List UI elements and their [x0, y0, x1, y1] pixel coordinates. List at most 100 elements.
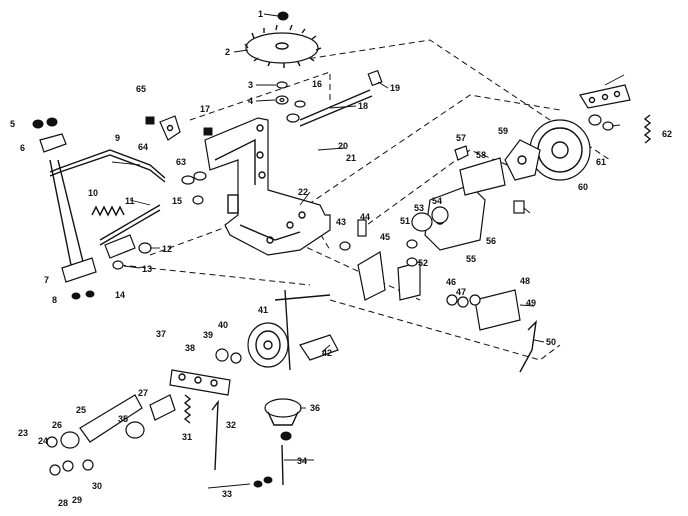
nuts-46-47-43 — [339, 241, 481, 308]
callout-37: 37 — [156, 329, 166, 339]
callout-21: 21 — [346, 153, 356, 163]
callout-44: 44 — [360, 212, 370, 222]
callout-labels: 1 2 3 4 5 6 7 8 9 10 11 12 13 14 15 16 1… — [10, 9, 672, 508]
callout-14: 14 — [115, 290, 125, 300]
callout-13: 13 — [142, 264, 152, 274]
bushing-44 — [357, 200, 525, 237]
arm-42 — [299, 334, 339, 361]
callout-53: 53 — [414, 203, 424, 213]
idler-36 — [264, 398, 302, 426]
lever-7 — [61, 257, 97, 283]
washer-13 — [112, 260, 124, 270]
callout-12: 12 — [162, 244, 172, 254]
washers-39-40-upper — [588, 114, 614, 131]
shaft-14 — [274, 289, 331, 371]
callout-54: 54 — [432, 196, 442, 206]
callout-20: 20 — [338, 141, 348, 151]
lever-6 — [39, 133, 67, 153]
washer-48 — [406, 239, 418, 267]
nuts-33 — [253, 476, 273, 488]
bearing-53-54 — [411, 206, 449, 232]
vertical-rods — [49, 159, 86, 271]
control-rod-9 — [49, 149, 166, 183]
rod-50 — [519, 320, 537, 373]
callout-46: 46 — [446, 277, 456, 287]
callout-39: 39 — [203, 330, 213, 340]
spring-10 — [91, 205, 125, 217]
callout-28: 28 — [58, 498, 68, 508]
callout-26: 26 — [52, 420, 62, 430]
callout-10: 10 — [88, 188, 98, 198]
callout-51: 51 — [400, 216, 410, 226]
callout-42: 42 — [322, 348, 332, 358]
callout-61: 61 — [596, 157, 606, 167]
bracket-46-47-49 — [397, 261, 521, 331]
callout-33: 33 — [222, 489, 232, 499]
callout-49: 49 — [526, 298, 536, 308]
callout-5: 5 — [10, 119, 15, 129]
callout-50: 50 — [546, 337, 556, 347]
arm-25 — [79, 394, 143, 443]
callout-32: 32 — [226, 420, 236, 430]
callout-34: 34 — [297, 456, 307, 466]
sprocket-gear — [244, 24, 322, 68]
clutch-plate-59 — [504, 139, 541, 181]
nut-35-lower — [280, 431, 292, 441]
callout-29: 29 — [72, 495, 82, 505]
shaft-18 — [299, 69, 383, 127]
callout-60: 60 — [578, 182, 588, 192]
callout-2: 2 — [225, 47, 230, 57]
callout-18: 18 — [358, 101, 368, 111]
bolt-34 — [281, 444, 284, 486]
spring-31 — [183, 394, 192, 424]
callout-52: 52 — [418, 258, 428, 268]
washers-39-40-lower — [215, 348, 242, 364]
callout-65: 65 — [136, 84, 146, 94]
callout-38: 38 — [185, 343, 195, 353]
bolts-8 — [71, 290, 95, 300]
arm-38-lower — [169, 369, 231, 396]
callout-31: 31 — [182, 432, 192, 442]
rollers-24-26 — [46, 421, 145, 449]
rod-32 — [211, 399, 219, 471]
nuts-28-29-30 — [49, 459, 94, 476]
leader-lines — [111, 13, 625, 489]
callout-23: 23 — [18, 428, 28, 438]
bolt-17 — [203, 127, 213, 136]
callout-64: 64 — [138, 142, 148, 152]
callout-15: 15 — [172, 196, 182, 206]
callout-48: 48 — [520, 276, 530, 286]
callout-40: 40 — [218, 320, 228, 330]
callout-56: 56 — [486, 236, 496, 246]
callout-6: 6 — [20, 143, 25, 153]
callout-58: 58 — [476, 150, 486, 160]
rod-11 — [99, 204, 161, 246]
callout-59: 59 — [498, 126, 508, 136]
nuts-15-16 — [181, 100, 306, 205]
pulley-41 — [247, 322, 289, 368]
callout-7: 7 — [44, 275, 49, 285]
main-bracket-plate — [204, 117, 331, 256]
callout-16: 16 — [312, 79, 322, 89]
callout-24: 24 — [38, 436, 48, 446]
callout-25: 25 — [76, 405, 86, 415]
callout-4: 4 — [248, 96, 253, 106]
bracket-45 — [357, 251, 386, 301]
spring-62 — [643, 114, 652, 144]
callout-62: 62 — [662, 129, 672, 139]
bracket-27 — [149, 394, 176, 421]
callout-27: 27 — [138, 388, 148, 398]
callout-57: 57 — [456, 133, 466, 143]
callout-36: 36 — [310, 403, 320, 413]
callout-41: 41 — [258, 305, 268, 315]
callout-8: 8 — [52, 295, 57, 305]
nuts-5 — [32, 117, 58, 129]
clip-57 — [454, 145, 469, 161]
callout-11: 11 — [125, 196, 135, 206]
callout-22: 22 — [298, 187, 308, 197]
callout-30: 30 — [92, 481, 102, 491]
callout-9: 9 — [115, 133, 120, 143]
washers-top — [275, 81, 289, 105]
